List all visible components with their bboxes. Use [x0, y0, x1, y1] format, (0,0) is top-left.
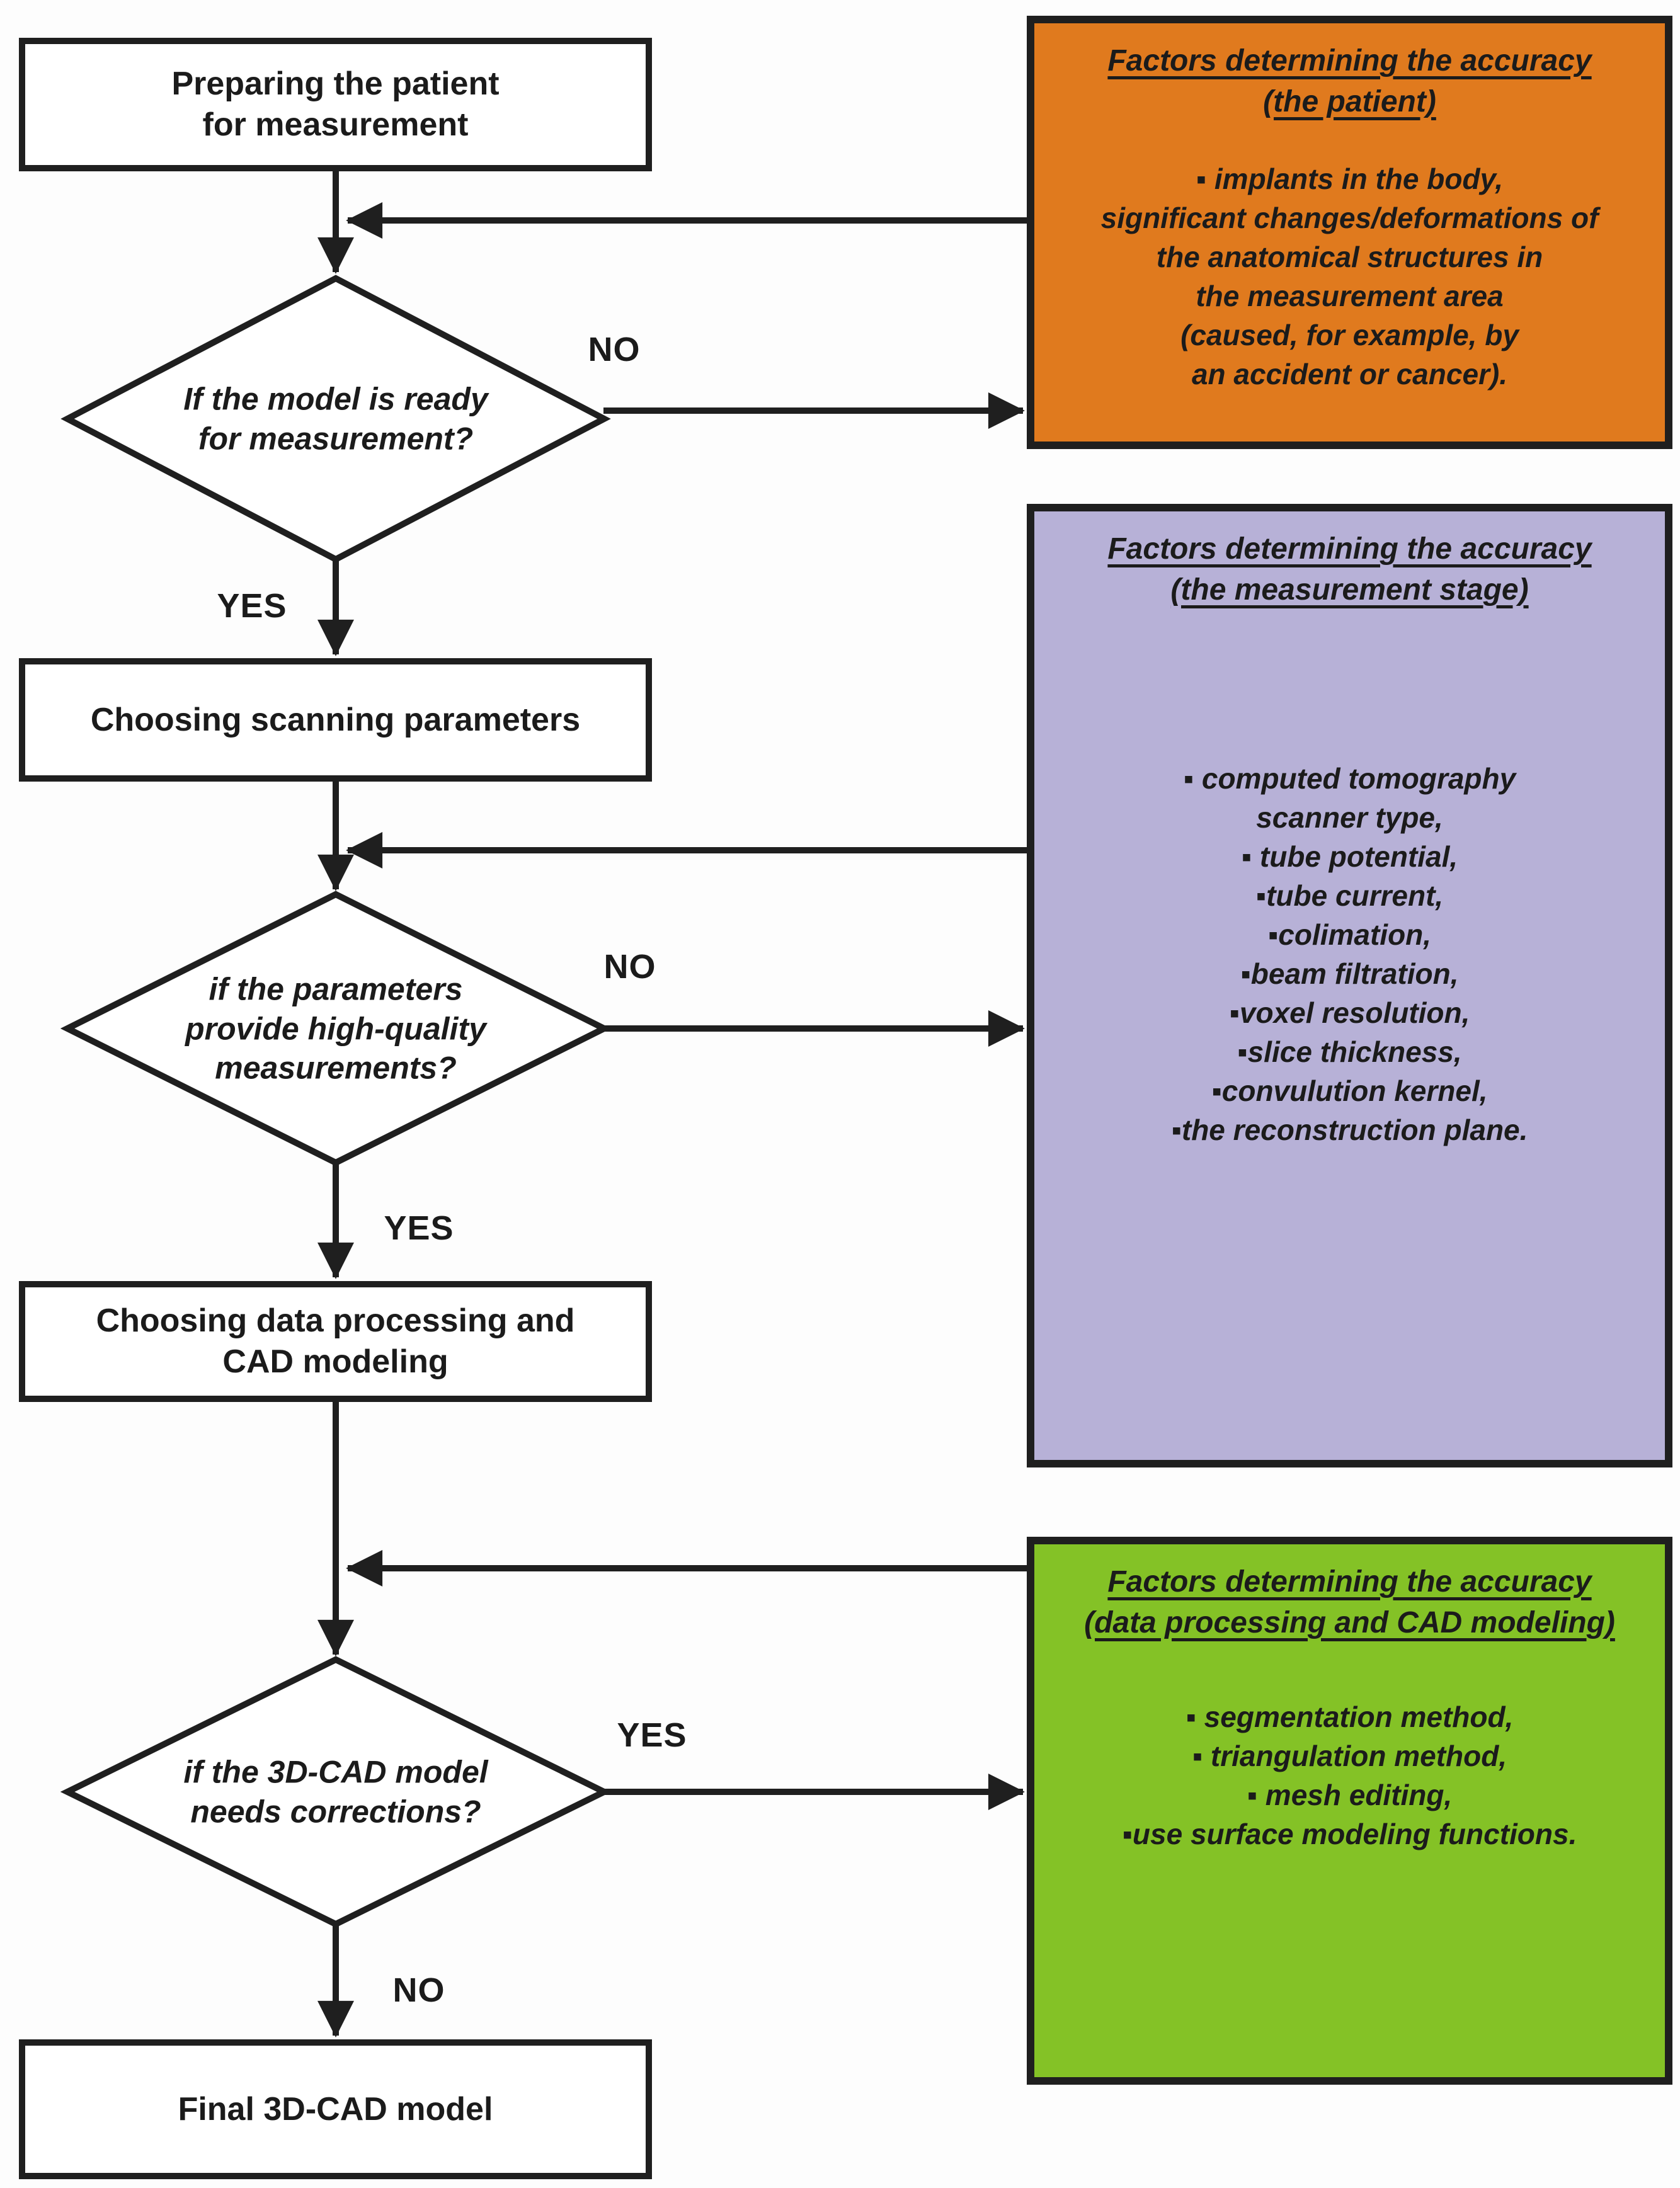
process-box-final-3d-cad-model: Final 3D-CAD model — [19, 2039, 652, 2179]
factors-box-title: Factors determining the accuracy (the me… — [1107, 532, 1592, 607]
factors-box-title: Factors determining the accuracy (data p… — [1084, 1565, 1615, 1639]
factors-box-patient: Factors determining the accuracy (the pa… — [1027, 16, 1672, 449]
decision3-yes-label: YES — [617, 1716, 687, 1754]
factors-box-items: ▪ implants in the body, significant chan… — [1100, 162, 1599, 391]
factors-box-items: ▪ segmentation method, ▪ triangulation m… — [1122, 1700, 1577, 1850]
process-box-label: Preparing the patient for measurement — [171, 66, 500, 143]
process-box-preparing-patient: Preparing the patient for measurement — [19, 38, 652, 171]
process-box-label: Final 3D-CAD model — [178, 2090, 493, 2128]
decision3-question: if the 3D-CAD model needs corrections? — [183, 1754, 488, 1830]
decision1-yes-label: YES — [217, 587, 287, 625]
decision3-no-label: NO — [392, 1971, 445, 2009]
process-box-choosing-scanning-parameters: Choosing scanning parameters — [19, 658, 652, 782]
factors-box-measurement-stage: Factors determining the accuracy (the me… — [1027, 504, 1672, 1467]
decision1-diamond — [60, 275, 611, 563]
process-box-label: Choosing data processing and CAD modelin… — [96, 1302, 575, 1380]
decision2-question: if the parameters provide high-quality m… — [185, 971, 486, 1086]
decision2-no-label: NO — [603, 948, 656, 986]
factors-box-items: ▪ computed tomography scanner type, ▪ tu… — [1171, 761, 1528, 1147]
decision1-question: If the model is ready for measurement? — [183, 381, 488, 457]
decision1-no-label: NO — [588, 331, 641, 368]
decision3-diamond — [60, 1656, 612, 1928]
decision2-yes-label: YES — [384, 1209, 454, 1247]
factors-box-data-processing-cad: Factors determining the accuracy (data p… — [1027, 1537, 1672, 2085]
factors-box-title: Factors determining the accuracy (the pa… — [1107, 44, 1592, 118]
decision2-diamond — [60, 891, 612, 1166]
process-box-choosing-data-processing: Choosing data processing and CAD modelin… — [19, 1281, 652, 1402]
process-box-label: Choosing scanning parameters — [90, 701, 581, 738]
